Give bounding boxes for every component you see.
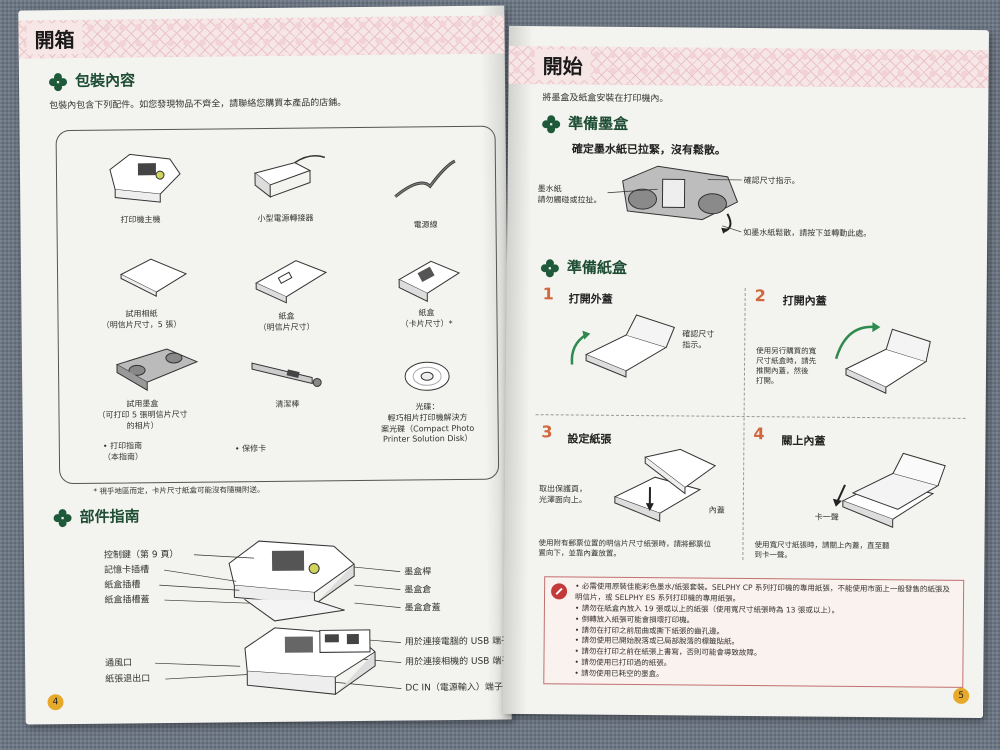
power-cord-illustration (394, 159, 456, 198)
caution-box: 必需使用原裝佳能彩色墨水/紙張套裝。SELPHY CP 系列打印機的專用紙張，不… (543, 576, 965, 688)
leader-lines (155, 554, 402, 689)
port-label: 用於連接相機的 USB 端子 (405, 656, 511, 668)
step-title: 打開外蓋 (568, 292, 613, 306)
card-tray-illustration (398, 260, 461, 303)
adapter-illustration (253, 155, 326, 198)
step-number: 3 (541, 422, 553, 442)
tray-open-outer-illustration (570, 314, 676, 378)
printer-illustration (109, 153, 181, 203)
step-number: 2 (754, 286, 766, 306)
page-number: 5 (953, 687, 970, 704)
printer-rear-illustration (244, 627, 376, 695)
caution-item: 必需使用原裝佳能彩色墨水/紙張套裝。SELPHY CP 系列打印機的專用紙張，不… (575, 582, 957, 607)
caution-item: 請勿使用已耗空的墨盒。 (574, 669, 956, 683)
step-title: 打開內蓋 (782, 294, 827, 308)
tray-open-inner-illustration (834, 322, 931, 394)
section-heading-tray: 準備紙盒 (540, 256, 627, 278)
step-bottom: 使用寬尺寸紙張時，請關上內蓋，直至聽 到卡一聲。 (754, 540, 890, 560)
step-bottom: 使用附有郵票位置的明信片尺寸紙張時，請將郵票位 置向下，並靠內蓋放置。 (538, 538, 712, 559)
step-number: 4 (753, 424, 765, 444)
right-page: 開始 將墨盒及紙盒安裝在打印機內。 準備墨盒 確定墨水紙已拉緊，沒有鬆散。 墨水… (503, 25, 989, 719)
cd-icon (404, 361, 450, 391)
paper-tray-illustration (255, 260, 328, 304)
step-title: 設定紙張 (567, 432, 612, 446)
port-label: 通風口 (105, 658, 133, 669)
step-title: 關上內蓋 (781, 434, 826, 448)
tray-set-paper-illustration (613, 448, 717, 522)
page-number: 4 (47, 694, 64, 711)
left-page: 開箱 包裝內容 包裝內包含下列配件。如您發現物品不齊全，請聯絡您購買本產品的店鋪… (18, 5, 512, 725)
port-label: DC IN（電源輸入）端子 (405, 682, 503, 694)
step-note: 使用另行購買的寬 尺寸紙盒時，請先 推開內蓋，然後 打開。 (755, 346, 817, 386)
printer-parts-illustration (228, 540, 355, 622)
ink-cassette-illustration (115, 348, 199, 392)
cleaner-illustration (251, 362, 322, 387)
caution-icon (551, 583, 568, 600)
step-note: 取出保護頁， 光澤面向上。 (538, 484, 588, 505)
step-note: 確認尺寸 指示。 (682, 329, 715, 350)
paper-illustration (119, 258, 188, 297)
step-note-click: 卡一聲 (814, 512, 839, 522)
port-label: 紙張退出口 (105, 674, 151, 685)
port-label: 用於連接電腦的 USB 端子 (404, 636, 511, 648)
step-number: 1 (542, 284, 554, 304)
step-note-inner-lid: 內蓋 (708, 505, 725, 515)
clover-icon (540, 258, 559, 277)
tray-close-inner-illustration (832, 452, 946, 529)
ink-leader-lines (607, 179, 742, 233)
